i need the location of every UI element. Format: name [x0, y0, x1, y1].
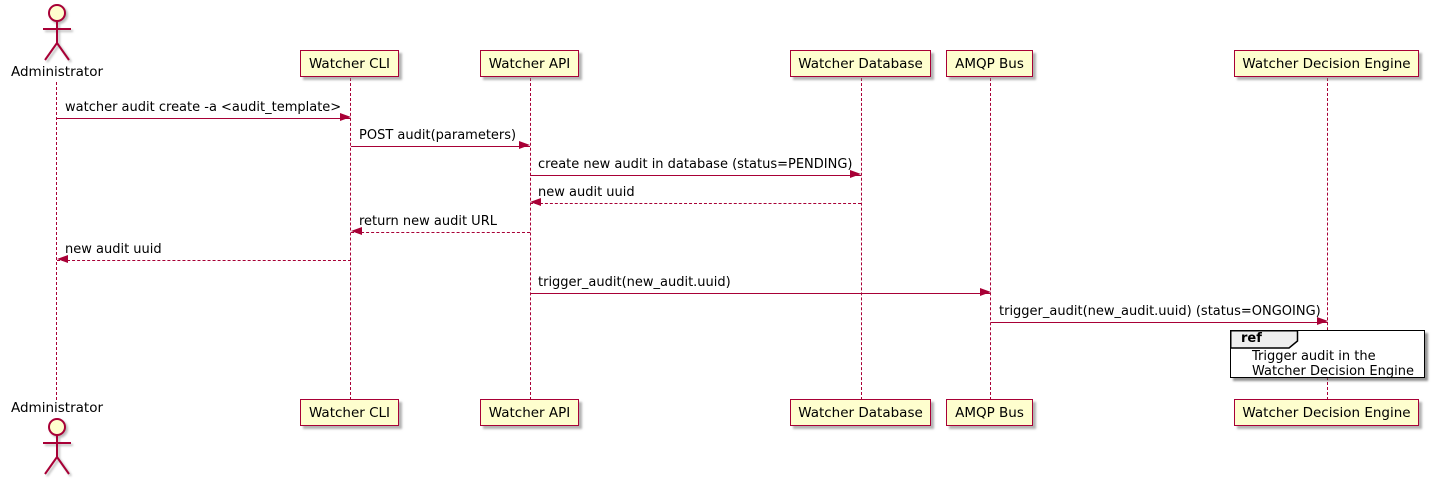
message-label: new audit uuid	[65, 242, 162, 257]
arrowhead-left-icon	[530, 198, 541, 206]
ref-body: Trigger audit in the Watcher Decision En…	[1252, 349, 1414, 379]
participant-watcher-cli-bottom: Watcher CLI	[300, 399, 399, 426]
lifeline-administrator	[56, 82, 57, 400]
arrowhead-right-icon	[850, 170, 861, 178]
message-label: trigger_audit(new_audit.uuid) (status=ON…	[999, 304, 1321, 319]
lifeline-watcher-database	[861, 78, 862, 400]
lifeline-amqp-bus	[990, 78, 991, 400]
arrowhead-right-icon	[1317, 317, 1328, 325]
message-label: new audit uuid	[538, 185, 635, 200]
actor-label-bottom: Administrator	[10, 400, 104, 416]
participant-watcher-decision-engine-top: Watcher Decision Engine	[1234, 50, 1419, 77]
arrowhead-right-icon	[980, 288, 991, 296]
ref-line: Trigger audit in the	[1252, 349, 1376, 364]
lifeline-watcher-api	[530, 78, 531, 400]
message-trigger-audit: trigger_audit(new_audit.uuid)	[530, 275, 991, 296]
message-trigger-audit-ongoing: trigger_audit(new_audit.uuid) (status=ON…	[991, 304, 1328, 325]
message-audit-create: watcher audit create -a <audit_template>	[57, 100, 351, 121]
lifeline-watcher-decision-engine	[1327, 78, 1328, 400]
message-new-audit-uuid-to-admin: new audit uuid	[57, 242, 351, 263]
ref-tab: ref	[1230, 330, 1300, 349]
ref-fragment: ref Trigger audit in the Watcher Decisio…	[1230, 330, 1425, 379]
participant-watcher-decision-engine-bottom: Watcher Decision Engine	[1234, 399, 1419, 426]
message-line	[530, 175, 861, 176]
message-line	[57, 260, 351, 261]
participant-watcher-cli-top: Watcher CLI	[300, 50, 399, 77]
participant-watcher-api-bottom: Watcher API	[480, 399, 579, 426]
ref-tag: ref	[1241, 331, 1262, 346]
ref-tab-shape	[1230, 330, 1299, 349]
arrowhead-right-icon	[340, 113, 351, 121]
message-line	[57, 118, 351, 119]
actor-administrator-bottom	[22, 416, 92, 482]
message-label: trigger_audit(new_audit.uuid)	[538, 275, 731, 290]
message-label: return new audit URL	[359, 214, 497, 229]
lifeline-watcher-cli	[350, 78, 351, 400]
message-line	[530, 203, 861, 204]
actor-label-top: Administrator	[10, 64, 104, 80]
participant-watcher-database-bottom: Watcher Database	[790, 399, 931, 426]
participant-watcher-database-top: Watcher Database	[790, 50, 931, 77]
message-line	[530, 293, 991, 294]
arrowhead-left-icon	[351, 227, 362, 235]
actor-icon	[43, 418, 71, 475]
participant-watcher-api-top: Watcher API	[480, 50, 579, 77]
message-label: create new audit in database (status=PEN…	[538, 157, 853, 172]
message-return-new-audit-url: return new audit URL	[351, 214, 530, 235]
ref-line: Watcher Decision Engine	[1252, 364, 1414, 379]
message-line	[991, 322, 1328, 323]
message-line	[351, 146, 530, 147]
actor-icon	[43, 4, 71, 61]
message-create-new-audit: create new audit in database (status=PEN…	[530, 157, 861, 178]
message-line	[351, 232, 530, 233]
actor-administrator-top	[22, 2, 92, 68]
participant-amqp-bus-top: AMQP Bus	[946, 50, 1033, 77]
message-post-audit: POST audit(parameters)	[351, 128, 530, 149]
participant-amqp-bus-bottom: AMQP Bus	[946, 399, 1033, 426]
message-label: watcher audit create -a <audit_template>	[65, 100, 342, 115]
arrowhead-left-icon	[57, 255, 68, 263]
arrowhead-right-icon	[519, 141, 530, 149]
message-label: POST audit(parameters)	[359, 128, 517, 143]
message-new-audit-uuid-return: new audit uuid	[530, 185, 861, 206]
